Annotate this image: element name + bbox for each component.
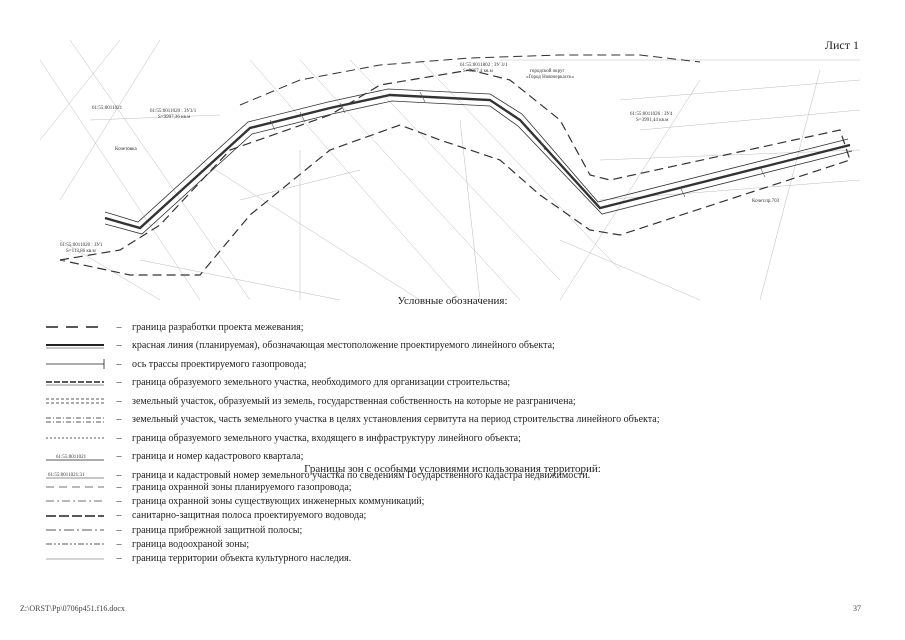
zone-row: – санитарно-защитная полоса проектируемо… — [44, 509, 864, 523]
label-block3: 61:55:0011026 : ЗУ4 — [630, 112, 673, 117]
zone-text: граница прибрежной защитной полосы; — [132, 524, 303, 536]
legend-dash: – — [116, 358, 122, 370]
zone-text: граница водоохраной зоны; — [132, 538, 250, 550]
zone-text: граница охранной зоны планируемого газоп… — [132, 481, 352, 493]
symbol-planned-gas-zone — [46, 486, 104, 488]
pipeline-route — [104, 88, 853, 235]
zones-legend: – граница охранной зоны планируемого газ… — [44, 480, 864, 566]
legend-dash: – — [116, 321, 122, 333]
symbol-cadastral-quarter: 61:55:0011021 — [46, 455, 104, 461]
legend-text: граница образуемого земельного участка, … — [132, 377, 511, 389]
legend-text: граница и номер кадастрового квартала; — [132, 451, 304, 463]
legend-dash: – — [116, 451, 122, 463]
symbol-red-line — [46, 343, 104, 349]
map-labels: 61:55:0011802 : ЗУ 3/1 S=3067,4 кв.м гор… — [60, 63, 780, 254]
label-block1-area: S=3067,4 кв.м — [463, 69, 494, 74]
zone-text: санитарно-защитная полоса проектируемого… — [132, 510, 367, 522]
legend-dash: – — [116, 469, 122, 481]
symbol-project-boundary — [46, 326, 104, 328]
legend-text: граница разработки проекта межевания; — [132, 321, 304, 333]
legend-dash: – — [116, 538, 122, 550]
symbol-water-protection-zone — [46, 543, 104, 545]
symbol-quarter-label: 61:55:0011021 — [56, 455, 87, 460]
legend-dash: – — [116, 414, 122, 426]
legend-text: граница и кадастровый номер земельного у… — [132, 469, 591, 481]
zone-row: – граница территории объекта культурного… — [44, 551, 864, 565]
legend-dash: – — [116, 510, 122, 522]
symbol-sanitary-strip — [46, 514, 104, 517]
label-block1: 61:55:0011802 : ЗУ 3/1 — [460, 63, 508, 68]
symbol-cadastral-plot: 61:55:0011021:31 — [46, 473, 104, 479]
zone-row: – граница водоохраной зоны; — [44, 537, 864, 551]
legend-text: ось трассы проектируемого газопровода; — [132, 358, 307, 370]
legend-row: – ось трассы проектируемого газопровода; — [44, 355, 864, 374]
legend-dash: – — [116, 495, 122, 507]
symbol-infrastructure-plot — [46, 437, 104, 439]
label-block2: 61:55:0011020 : ЗУ3/1 — [150, 109, 197, 114]
legend-title: Условные обозначения: — [397, 295, 508, 307]
label-note: Кочет.пр.703 — [752, 199, 780, 204]
legend-dash: – — [116, 553, 122, 565]
label-cadastre1: 61:55:0011021 — [92, 106, 123, 111]
legend-row: 61:55:0011021:31 – граница и кадастровый… — [44, 466, 864, 485]
zone-row: – граница прибрежной защитной полосы; — [44, 523, 864, 537]
symbol-plot-label: 61:55:0011021:31 — [48, 473, 85, 478]
legend-text: граница образуемого земельного участка, … — [132, 432, 521, 444]
servitude-hatch — [269, 91, 766, 198]
cadastral-grid — [39, 39, 861, 300]
legend-row: – красная линия (планируемая), обозначаю… — [44, 337, 864, 356]
zone-text: граница территории объекта культурного н… — [132, 553, 352, 565]
zone-row: – граница охранной зоны существующих инж… — [44, 494, 864, 508]
legend-dash: – — [116, 340, 122, 352]
sheet-label: Лист 1 — [824, 38, 859, 52]
symbol-coastal-strip — [46, 529, 104, 531]
footer-file-path: Z:\ORST\Pp\0706p451.f16.docx — [20, 604, 125, 613]
label-block4-area: S=113,86 кв.м — [66, 249, 96, 254]
legend-dash: – — [116, 395, 122, 407]
symbol-heritage-zone — [46, 558, 104, 559]
label-block2-area: S=9997,36 кв.м — [158, 115, 191, 120]
legend-row: – граница образуемого земельного участка… — [44, 374, 864, 393]
legend-row: – граница образуемого земельного участка… — [44, 429, 864, 448]
legend-row: – земельный участок, часть земельного уч… — [44, 411, 864, 430]
label-block4: 61:55:0011020 : ЗУ1 — [60, 243, 103, 248]
legend-dash: – — [116, 481, 122, 493]
legend-dash: – — [116, 524, 122, 536]
footer-page-number: 37 — [853, 604, 861, 613]
label-road: Кочетовка — [115, 147, 138, 152]
symbol-pipeline-axis — [46, 359, 105, 370]
symbol-existing-utilities-zone — [46, 501, 104, 502]
project-boundary — [59, 69, 851, 276]
legend-text: красная линия (планируемая), обозначающа… — [132, 340, 555, 352]
legend-row: – граница разработки проекта межевания; — [44, 318, 864, 337]
label-block3-area: S=3991,44 кв.м — [636, 118, 669, 123]
site-plan-map: 61:55:0011802 : ЗУ 3/1 S=3067,4 кв.м гор… — [39, 39, 861, 300]
legend-row: 61:55:0011021 – граница и номер кадастро… — [44, 448, 864, 467]
legend-row: – земельный участок, образуемый из земел… — [44, 392, 864, 411]
label-district: городской округ — [530, 69, 565, 74]
zones-title: Границы зон с особыми условиями использо… — [304, 463, 601, 475]
zone-text: граница охранной зоны существующих инжен… — [132, 495, 425, 507]
legend-dash: – — [116, 432, 122, 444]
zone-row: – граница охранной зоны планируемого газ… — [44, 480, 864, 494]
symbol-servitude — [46, 417, 104, 423]
symbol-construction-plot — [46, 381, 104, 386]
legend-dash: – — [116, 377, 122, 389]
legend-text: земельный участок, образуемый из земель,… — [132, 395, 576, 407]
legend-text: земельный участок, часть земельного учас… — [132, 414, 660, 426]
legend: – граница разработки проекта межевания; … — [44, 318, 864, 485]
label-city: «Город Новочеркасск» — [526, 75, 575, 80]
symbol-state-land — [46, 398, 104, 404]
